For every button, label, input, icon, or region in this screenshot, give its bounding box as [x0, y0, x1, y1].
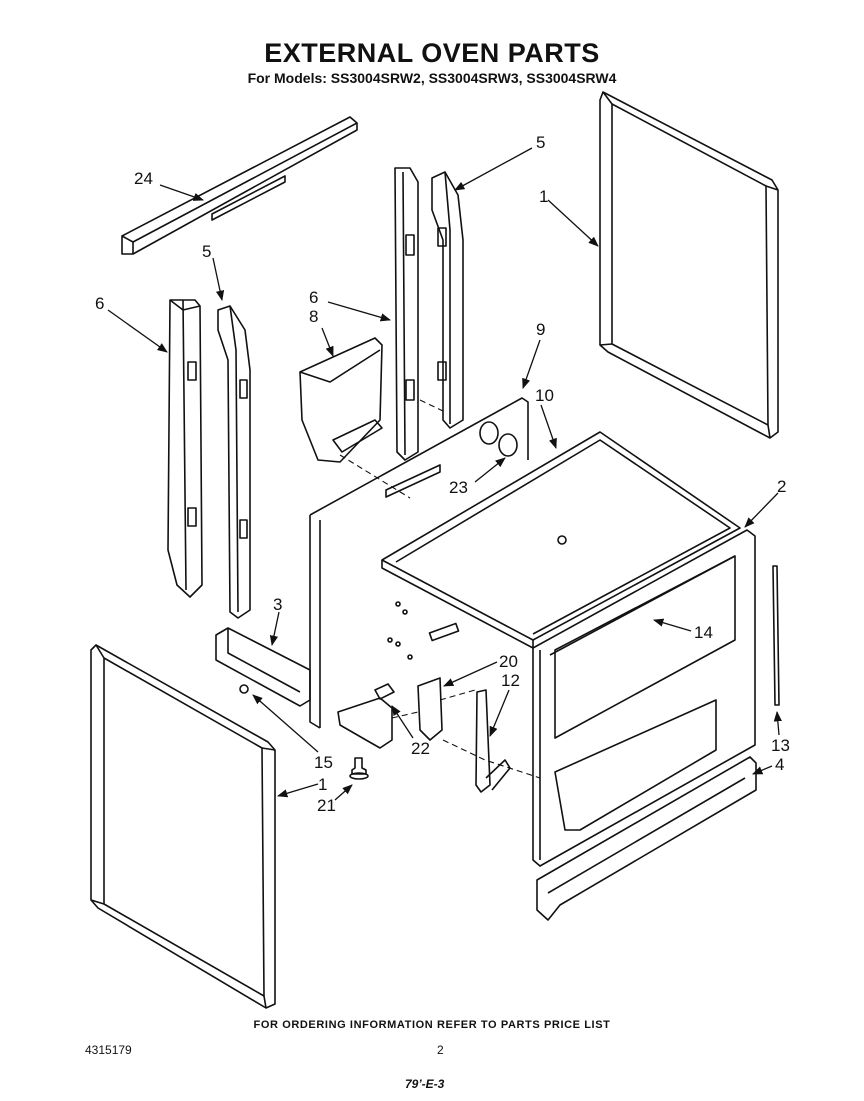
part-22-clip [374, 683, 395, 700]
exploded-parts-diagram: 24 5 5 1 6 6 8 9 10 23 2 3 14 20 12 22 1… [90, 91, 790, 1009]
revision-code: 79’-E-3 [405, 1077, 445, 1091]
part-1-right-side-panel [599, 91, 779, 439]
callout-20: 20 [499, 652, 518, 671]
part-8-duct-shield [299, 337, 383, 463]
part-20-bracket [417, 677, 443, 741]
callout-3: 3 [273, 595, 282, 614]
callout-23: 23 [449, 478, 468, 497]
callout-22: 22 [411, 739, 430, 758]
part-12-hinge [475, 689, 511, 793]
callout-15: 15 [314, 753, 333, 772]
callout-24: 24 [134, 169, 153, 188]
callout-1-lower: 1 [318, 775, 327, 794]
ordering-note: FOR ORDERING INFORMATION REFER TO PARTS … [253, 1019, 611, 1031]
callout-21: 21 [317, 796, 336, 815]
callout-6-left: 6 [95, 294, 104, 313]
model-list: For Models: SS3004SRW2, SS3004SRW3, SS30… [247, 70, 617, 86]
callout-8: 8 [309, 307, 318, 326]
bottom-support-bracket [337, 697, 393, 749]
part-5-right-bracket [431, 171, 464, 429]
part-24-top-trim [121, 116, 358, 255]
callout-2: 2 [777, 477, 786, 496]
part-15-plug [239, 684, 249, 694]
part-13-trim-strip [772, 565, 780, 706]
part-14-strip [549, 555, 736, 656]
callout-6-right: 6 [309, 288, 318, 307]
callout-1-upper: 1 [539, 187, 548, 206]
part-21-screw [349, 757, 369, 780]
part-4-bottom-trim [536, 756, 757, 921]
part-3-kick-strip [215, 627, 311, 707]
part-6-right-rail [394, 167, 419, 461]
callout-14: 14 [694, 623, 713, 642]
part-9-back-panel [309, 397, 529, 729]
page-title: EXTERNAL OVEN PARTS [264, 38, 600, 68]
callout-4: 4 [775, 755, 784, 774]
part-10-oven-top [381, 431, 741, 649]
part-6-left-rail [167, 299, 203, 598]
part-5-left-bracket [217, 305, 251, 619]
callout-12: 12 [501, 671, 520, 690]
callout-5-right: 5 [536, 133, 545, 152]
callout-10: 10 [535, 386, 554, 405]
part-1-left-side-panel [90, 644, 276, 1009]
callout-9: 9 [536, 320, 545, 339]
document-number: 4315179 [85, 1043, 132, 1057]
callout-5-left: 5 [202, 242, 211, 261]
callout-13: 13 [771, 736, 790, 755]
page-number: 2 [437, 1043, 444, 1057]
